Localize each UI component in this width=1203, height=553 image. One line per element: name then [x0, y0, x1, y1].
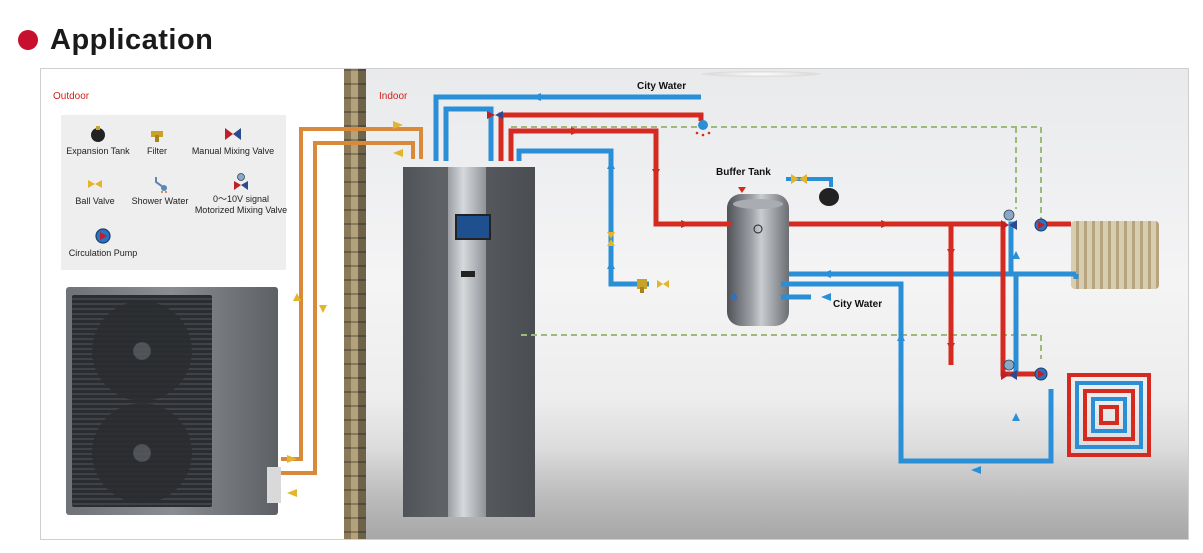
- ceiling-light: [701, 71, 821, 77]
- stone-wall: [344, 69, 366, 539]
- outdoor-heat-pump-unit: [66, 287, 278, 515]
- ball-valve-icon: [86, 175, 104, 193]
- legend-label: Motorized Mixing Valve: [194, 205, 288, 215]
- manual-mixing-valve-symbol: [487, 111, 503, 119]
- circulation-pump-symbols: [1034, 218, 1048, 381]
- shower-head-symbol: [695, 120, 711, 137]
- signal-lines: [511, 126, 1042, 359]
- city-water-label: City Water: [637, 81, 687, 92]
- piping-network: [281, 93, 1151, 497]
- legend-ball-valve: Ball Valve: [75, 175, 115, 207]
- legend-filter: Filter: [137, 125, 177, 157]
- fan-icon: [92, 403, 192, 503]
- expansion-tank-icon: [89, 125, 107, 143]
- filter-icon: [148, 125, 166, 143]
- tank-port: [731, 294, 737, 300]
- legend-circulation-pump: Circulation Pump: [65, 227, 141, 259]
- legend-label: Circulation Pump: [68, 248, 138, 258]
- buffer-tank-label: Buffer Tank: [716, 167, 771, 178]
- red-bullet-icon: [18, 30, 38, 50]
- indoor-label: Indoor: [379, 91, 408, 102]
- motorized-mixing-valve-icon: [232, 173, 250, 191]
- buffer-tank: [727, 194, 789, 326]
- buffer-tank-top: [733, 199, 783, 209]
- legend-label: Shower Water: [131, 196, 189, 206]
- legend-manual-mixing-valve: Manual Mixing Valve: [183, 125, 283, 157]
- ball-valve-symbols: [607, 232, 669, 288]
- expansion-tank-symbol: [786, 174, 839, 206]
- page-title: Application: [50, 23, 214, 56]
- section-heading: Application: [18, 22, 213, 58]
- legend-label: Filter: [147, 146, 167, 156]
- legend-label: 0～10V signal: [212, 194, 270, 204]
- refrigerant-flow-arrows: [287, 121, 403, 497]
- circulation-pump-icon: [94, 227, 112, 245]
- legend-panel: Expansion Tank Filter Manual Mixing Valv…: [61, 115, 289, 270]
- outdoor-pipe-connector: [267, 467, 281, 503]
- cold-water-pipes: [433, 94, 1079, 464]
- legend-motorized-mixing-valve: 0～10V signal Motorized Mixing Valve: [193, 173, 289, 216]
- control-display: [455, 214, 491, 240]
- filter-symbol: [637, 279, 647, 293]
- legend-shower-water: Shower Water: [125, 175, 195, 207]
- legend-label: Expansion Tank: [66, 146, 130, 156]
- hot-flow-arrows: [571, 127, 955, 351]
- outdoor-label: Outdoor: [53, 91, 90, 102]
- legend-label: Manual Mixing Valve: [191, 146, 275, 156]
- motorized-mixing-valve-symbols: [1001, 209, 1017, 380]
- legend-label: Ball Valve: [75, 196, 115, 206]
- fan-icon: [92, 301, 192, 401]
- shower-icon: [151, 175, 169, 193]
- application-diagram: Outdoor Indoor Expansion Tank Filter Man…: [40, 68, 1189, 540]
- refrigerant-pipes: [281, 127, 423, 475]
- legend-expansion-tank: Expansion Tank: [65, 125, 131, 157]
- cold-flow-arrows: [531, 93, 1020, 474]
- indoor-port: [461, 271, 475, 277]
- radiator: [1071, 221, 1159, 289]
- fan-grille: [72, 295, 212, 507]
- floor-heating-coil: [1067, 373, 1151, 457]
- manual-mixing-valve-icon: [224, 125, 242, 143]
- buffer-tank-marker-icon: [738, 187, 746, 193]
- tank-gauge: [753, 224, 763, 234]
- city-water-label: City Water: [833, 299, 883, 310]
